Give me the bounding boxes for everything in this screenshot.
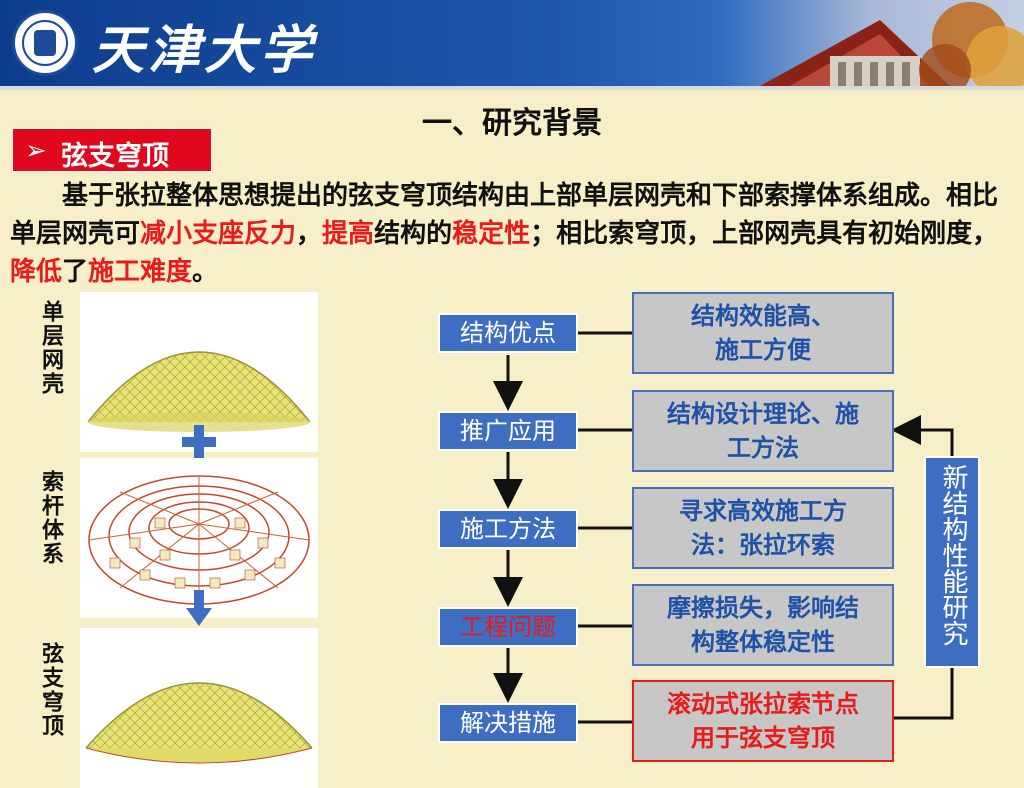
stage-construction-method: 施工方法 (438, 509, 578, 549)
stage-engineering-problem: 工程问题 (438, 607, 578, 647)
stage-advantages: 结构优点 (438, 313, 578, 353)
stage-solution: 解决措施 (438, 703, 578, 743)
research-bar: 新结构性能研究 (924, 456, 980, 668)
note-construction-method: 寻求高效施工方法：张拉环索 (632, 487, 894, 569)
note-solution: 滚动式张拉索节点用于弦支穹顶 (632, 680, 894, 762)
note-engineering-problem: 摩擦损失，影响结构整体稳定性 (632, 584, 894, 666)
note-application: 结构设计理论、施工方法 (632, 390, 894, 472)
stage-application: 推广应用 (438, 411, 578, 451)
research-label: 新结构性能研究 (938, 464, 968, 646)
note-advantages: 结构效能高、施工方便 (632, 292, 894, 374)
